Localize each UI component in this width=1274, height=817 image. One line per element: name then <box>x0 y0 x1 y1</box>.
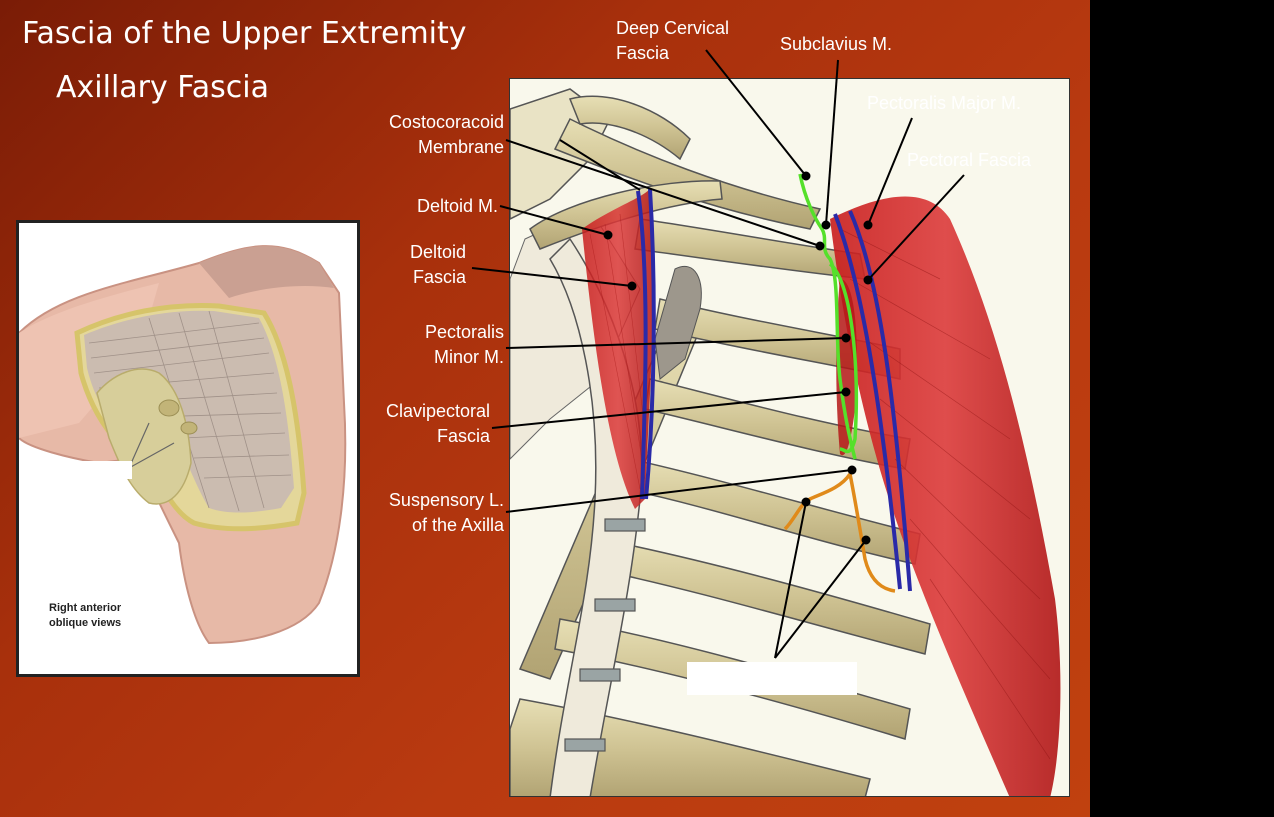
masked-label <box>687 662 857 695</box>
slide: Fascia of the Upper Extremity Axillary F… <box>0 0 1090 817</box>
masked-label <box>54 461 132 479</box>
slide-title: Fascia of the Upper Extremity <box>22 16 467 51</box>
inset-caption-line1: Right anterior <box>49 602 122 614</box>
inset-caption-line2: oblique views <box>49 617 122 629</box>
right-black-bar <box>1090 0 1274 817</box>
inset-figure: Right anterior oblique views <box>16 220 360 677</box>
slide-subtitle: Axillary Fascia <box>56 70 270 105</box>
axilla-inset-illustration <box>19 245 347 645</box>
inset-caption: Right anterior oblique views <box>49 601 121 631</box>
leader-lines <box>559 117 965 659</box>
